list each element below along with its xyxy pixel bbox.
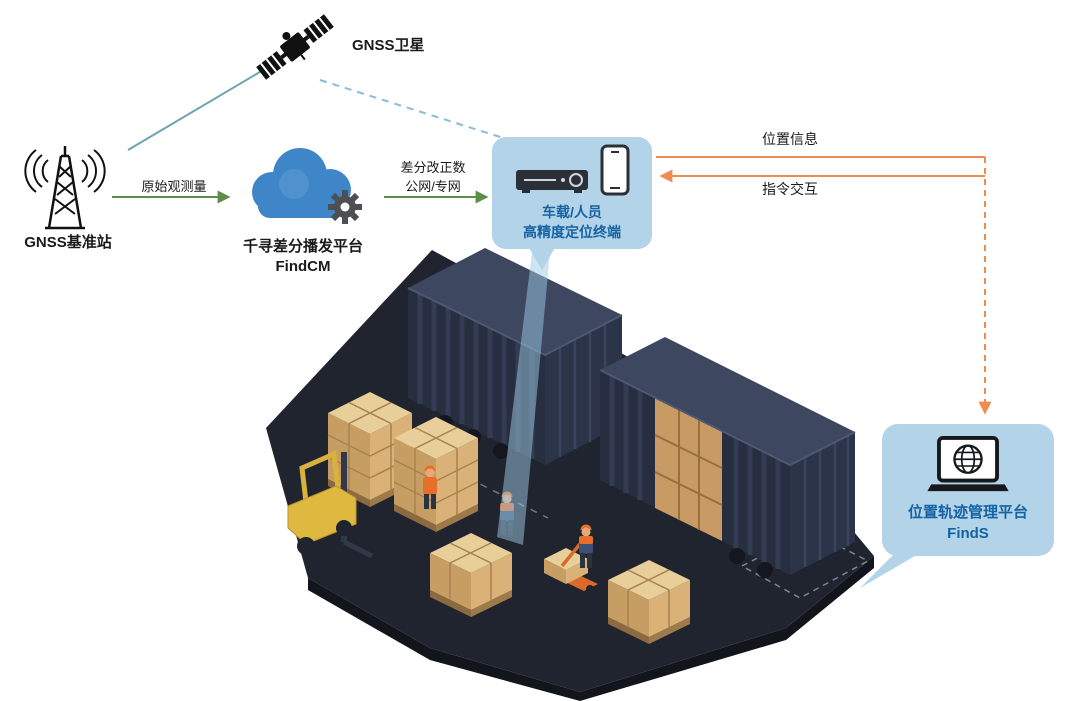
worker-figure [579,524,593,568]
worker-figure [423,465,437,509]
pallet-stack [430,533,512,617]
satellite-icon [256,14,334,80]
terminal-label-line2: 高精度定位终端 [523,223,621,240]
gear-icon [328,190,362,224]
smartphone-icon [600,144,630,196]
finds-bubble-tail [860,546,932,588]
position-info-label: 位置信息 [762,131,818,147]
position-info-line [656,156,992,415]
radio-tower-icon [24,146,106,230]
terminal-icons [514,144,630,196]
positioning-beam [497,252,550,545]
warehouse-scene [266,248,874,701]
terminal-label-line1: 车载/人员 [542,203,602,220]
forklift-icon [287,450,374,559]
receiver-icon [516,169,588,193]
terminal-bubble-tail [528,246,556,270]
management-platform-name: 位置轨迹管理平台 [907,504,1028,521]
cloud-platform-name: 千寻差分播发平台 [242,238,363,255]
laptop-globe-icon [927,436,1009,492]
correction-label-line2: 公网/专网 [405,179,461,194]
base-station-label: GNSS基准站 [24,234,112,251]
command-interaction-label: 指令交互 [762,181,818,197]
management-platform-product: FindS [947,525,989,542]
satellite-terminal-dashed-line [319,79,517,143]
correction-label-line1: 差分改正数 [400,160,466,175]
terminal-bubble: 车载/人员 高精度定位终端 [492,137,652,249]
management-platform-bubble: 位置轨迹管理平台 FindS [882,424,1054,556]
raw-observation-label: 原始观测量 [141,179,207,194]
satellite-label: GNSS卫星 [352,37,425,54]
satellite-basestation-line [127,65,271,151]
pallet-stack [393,417,479,532]
pallet-stack [608,560,690,644]
shipping-container-2 [599,337,856,578]
cloud-platform-product: FindCM [275,258,331,275]
